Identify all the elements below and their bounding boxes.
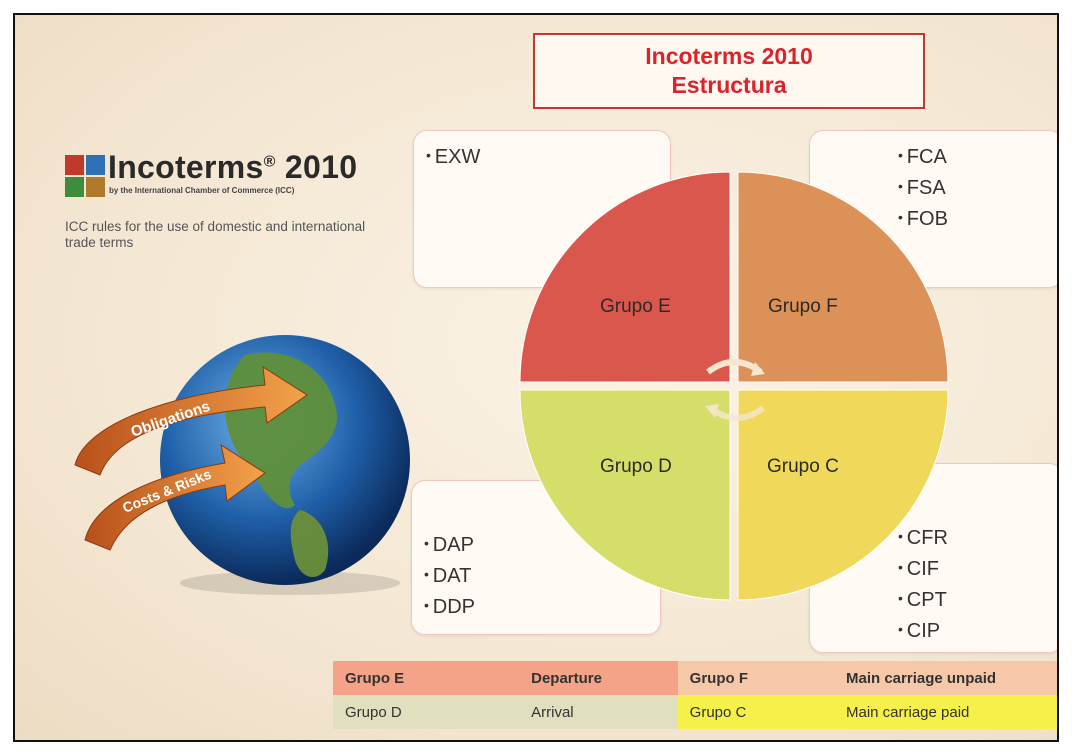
incoterm-item: DAT: [424, 560, 660, 591]
quadrant-f: [737, 171, 949, 383]
title-box: Incoterms 2010 Estructura: [533, 33, 925, 109]
incoterm-item: CIF: [898, 553, 1057, 584]
quadrant-e: [519, 171, 731, 383]
quadrant-label-c: Grupo C: [767, 456, 839, 477]
incoterm-item: DDP: [424, 591, 660, 622]
summary-cell: Grupo C: [677, 695, 834, 729]
quadrant-circle: [519, 171, 949, 601]
incoterm-item: DAP: [424, 529, 660, 560]
title-line-2: Estructura: [671, 72, 787, 98]
title-line-1: Incoterms 2010: [645, 43, 813, 69]
summary-cell: Main carriage unpaid: [834, 661, 1057, 695]
quadrant-label-e: Grupo E: [600, 296, 671, 317]
quadrant-label-d: Grupo D: [600, 456, 672, 477]
summary-cell: Grupo E: [333, 661, 520, 695]
icc-logo-icon: [65, 155, 105, 197]
costs-risks-arrow: [84, 443, 266, 551]
incoterm-item: FOB: [898, 203, 1057, 234]
summary-cell: Grupo D: [333, 695, 520, 729]
quadrant-label-f: Grupo F: [768, 296, 838, 317]
summary-cell: Grupo F: [677, 661, 834, 695]
summary-row-1: Grupo E Departure Grupo F Main carriage …: [333, 661, 1057, 695]
summary-cell: Arrival: [519, 695, 678, 729]
brand-description: ICC rules for the use of domestic and in…: [65, 219, 366, 250]
brand-title: Incoterms® 2010: [108, 149, 358, 185]
quadrant-d: [519, 389, 731, 601]
slide: Incoterms 2010 Estructura Incoterms® 201…: [13, 13, 1059, 742]
incoterm-item: FSA: [898, 172, 1057, 203]
summary-cell: Main carriage paid: [834, 695, 1057, 729]
incoterm-item: CFR: [898, 522, 1057, 553]
incoterm-item: CPT: [898, 584, 1057, 615]
obligations-arrow: [74, 366, 308, 476]
summary-row-2: Grupo D Arrival Grupo C Main carriage pa…: [333, 695, 1057, 729]
quadrant-c: [737, 389, 949, 601]
brand-subtitle: by the International Chamber of Commerce…: [109, 186, 295, 195]
summary-cell: Departure: [519, 661, 678, 695]
incoterm-item: CIP: [898, 615, 1057, 646]
incoterm-item: FCA: [898, 141, 1057, 172]
summary-table: Grupo E Departure Grupo F Main carriage …: [333, 661, 1057, 729]
incoterm-item: EXW: [426, 141, 670, 172]
globe-illustration: Obligations Costs & Risks: [74, 335, 410, 595]
